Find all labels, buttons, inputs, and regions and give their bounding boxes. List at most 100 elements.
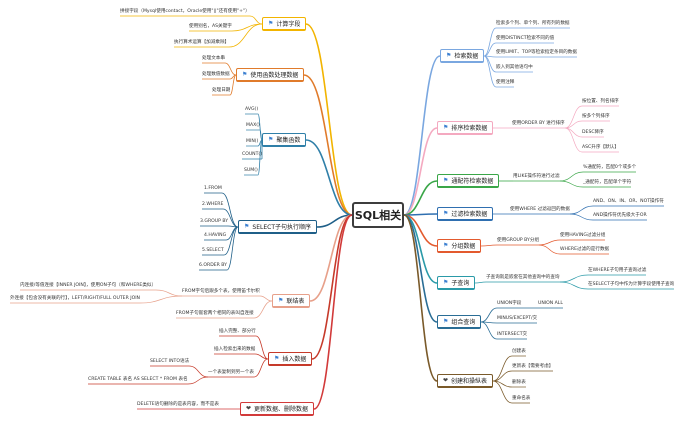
leaf-label: WHERE过滤的是行数据 [560, 247, 610, 252]
leaf-label: SELECT INTO语法 [150, 359, 190, 364]
leaf-label: MAX() [246, 123, 260, 128]
heart-icon: ❤ [246, 405, 252, 412]
leaf-label: 5.SELECT [202, 248, 224, 253]
branch-topic[interactable]: ❤更新数据、删除数据 [240, 402, 315, 416]
leaf-label: 拼接字段（Mysql使用contact，Oracle使用"||"还有使用"+"） [120, 9, 250, 14]
branch-label: SELECT子句执行顺序 [252, 224, 311, 231]
leaf-label: FROM子句嵌套两个相同的表叫自连接 [176, 311, 254, 316]
flag-icon: ⚑ [242, 71, 248, 78]
connector-line [564, 127, 583, 153]
leaf-label: UNION ALL [538, 301, 563, 306]
leaf-label: 在SELECT子句中作为计算字段使用子查询 [588, 282, 675, 287]
connector-line [253, 300, 273, 319]
branch-topic[interactable]: ⚑聚集函数 [262, 133, 307, 147]
heart-icon: ❤ [443, 377, 449, 384]
leaf-label: 插入完整、部分行 [219, 329, 256, 334]
connector-line [492, 380, 513, 404]
branch-label: 组合查询 [451, 319, 476, 326]
leaf-label: 子查询就是嵌套在其他查询中的查询 [486, 275, 560, 280]
leaf-label: COUNT() [242, 152, 263, 157]
leaf-label: 2.WHERE [202, 202, 224, 207]
connector-line [226, 226, 239, 271]
connector-line [305, 139, 353, 216]
connector-line [403, 127, 438, 216]
flag-icon: ⚑ [443, 242, 449, 249]
connector-line [224, 62, 237, 76]
connector-line [403, 55, 441, 216]
branch-topic[interactable]: ⚑组合查询 [437, 315, 482, 329]
connector-line [309, 214, 353, 302]
leaf-label: SUM() [244, 168, 258, 173]
connector-line [569, 205, 594, 215]
leaf-label: 3.GROUP BY [200, 219, 229, 224]
leaf-label: 使用ORDER BY 进行排序 [512, 121, 565, 126]
connector-line [492, 355, 513, 382]
connector-line [305, 23, 353, 216]
branch-label: 通配符检索数据 [451, 178, 494, 185]
branch-topic[interactable]: ⚑子查询 [437, 276, 476, 290]
connector-line [303, 74, 353, 216]
central-topic[interactable]: SQL相关 [352, 202, 404, 228]
leaf-label: 内连接/等值连接【INNER JOIN】，使用ON子句（和WHERE类似） [20, 283, 157, 288]
leaf-label: 处理日期 [212, 88, 231, 93]
branch-label: 子查询 [451, 280, 470, 287]
connector-line [483, 27, 497, 57]
branch-label: 计算字段 [276, 21, 301, 28]
leaf-label: MINUS/EXCEPT/交 [497, 316, 538, 321]
branch-topic[interactable]: ⚑过滤检索数据 [437, 207, 494, 221]
connector-line [483, 42, 497, 57]
leaf-label: 插入检索出来的数据 [214, 347, 256, 352]
flag-icon: ⚑ [268, 20, 274, 27]
connector-line [254, 353, 269, 360]
connector-line [559, 171, 584, 182]
connector-line [480, 307, 498, 323]
connector-line [559, 180, 584, 188]
leaf-label: AND操作符优先级大于OR [593, 213, 647, 218]
flag-icon: ⚑ [443, 279, 449, 286]
leaf-label: INTERSECT交 [497, 332, 528, 337]
flag-icon: ⚑ [278, 297, 284, 304]
branch-topic[interactable]: ⚑计算字段 [262, 17, 307, 31]
branch-topic[interactable]: ⚑SELECT子句执行顺序 [238, 220, 317, 234]
branch-topic[interactable]: ⚑检索数据 [440, 49, 485, 63]
leaf-label: %通配符，匹配0个或多个 [583, 165, 637, 170]
branch-topic[interactable]: ⚑通配符检索数据 [437, 174, 500, 188]
connector-line [311, 214, 353, 360]
flag-icon: ⚑ [268, 136, 274, 143]
branch-label: 创建和操纵表 [451, 378, 488, 385]
leaf-label: 使用GROUP BY分组 [497, 238, 540, 243]
connector-line [249, 15, 263, 25]
connector-line [403, 214, 438, 382]
branch-topic[interactable]: ⚑分组数据 [437, 239, 482, 253]
branch-topic[interactable]: ❤创建和操纵表 [437, 374, 494, 388]
branch-topic[interactable]: ⚑排序检索数据 [437, 121, 494, 135]
leaf-label: 使用别名，AS关键字 [189, 24, 232, 29]
leaf-label: AND、ON、IN、OR、NOT操作符 [593, 199, 664, 204]
flag-icon: ⚑ [443, 124, 449, 131]
connector-line [474, 281, 487, 284]
leaf-label: 嵌入到其他语句中 [496, 65, 533, 70]
branch-label: 检索数据 [454, 53, 479, 60]
connector-line [564, 127, 583, 138]
leaf-label: FROM字句后跟多个表，使用笛卡尔积 [182, 289, 260, 294]
leaf-label: 检索多个列、单个列、所有列的数据 [496, 21, 570, 26]
leaf-label: _通配符，匹配单个字符 [583, 180, 632, 185]
branch-label: 更新数据、删除数据 [254, 406, 309, 413]
leaf-label: 在WHERE子句用子查询过滤 [588, 268, 647, 273]
leaf-label: 按多个列排序 [582, 114, 610, 119]
connector-line [403, 180, 438, 216]
connector-line [255, 335, 269, 360]
connector-line [188, 365, 209, 378]
branch-topic[interactable]: ⚑使用函数处理数据 [236, 68, 305, 82]
flag-icon: ⚑ [443, 210, 449, 217]
connector-line [480, 244, 498, 247]
flag-icon: ⚑ [446, 52, 452, 59]
connector-line [253, 358, 269, 378]
branch-topic[interactable]: ⚑联结表 [272, 294, 311, 308]
connector-line [257, 139, 263, 176]
branch-topic[interactable]: ⚑插入数据 [268, 352, 313, 366]
branch-label: 聚集函数 [276, 137, 301, 144]
leaf-label: CREATE TABLE 表名 AS SELECT * FROM 表名 [88, 377, 188, 382]
